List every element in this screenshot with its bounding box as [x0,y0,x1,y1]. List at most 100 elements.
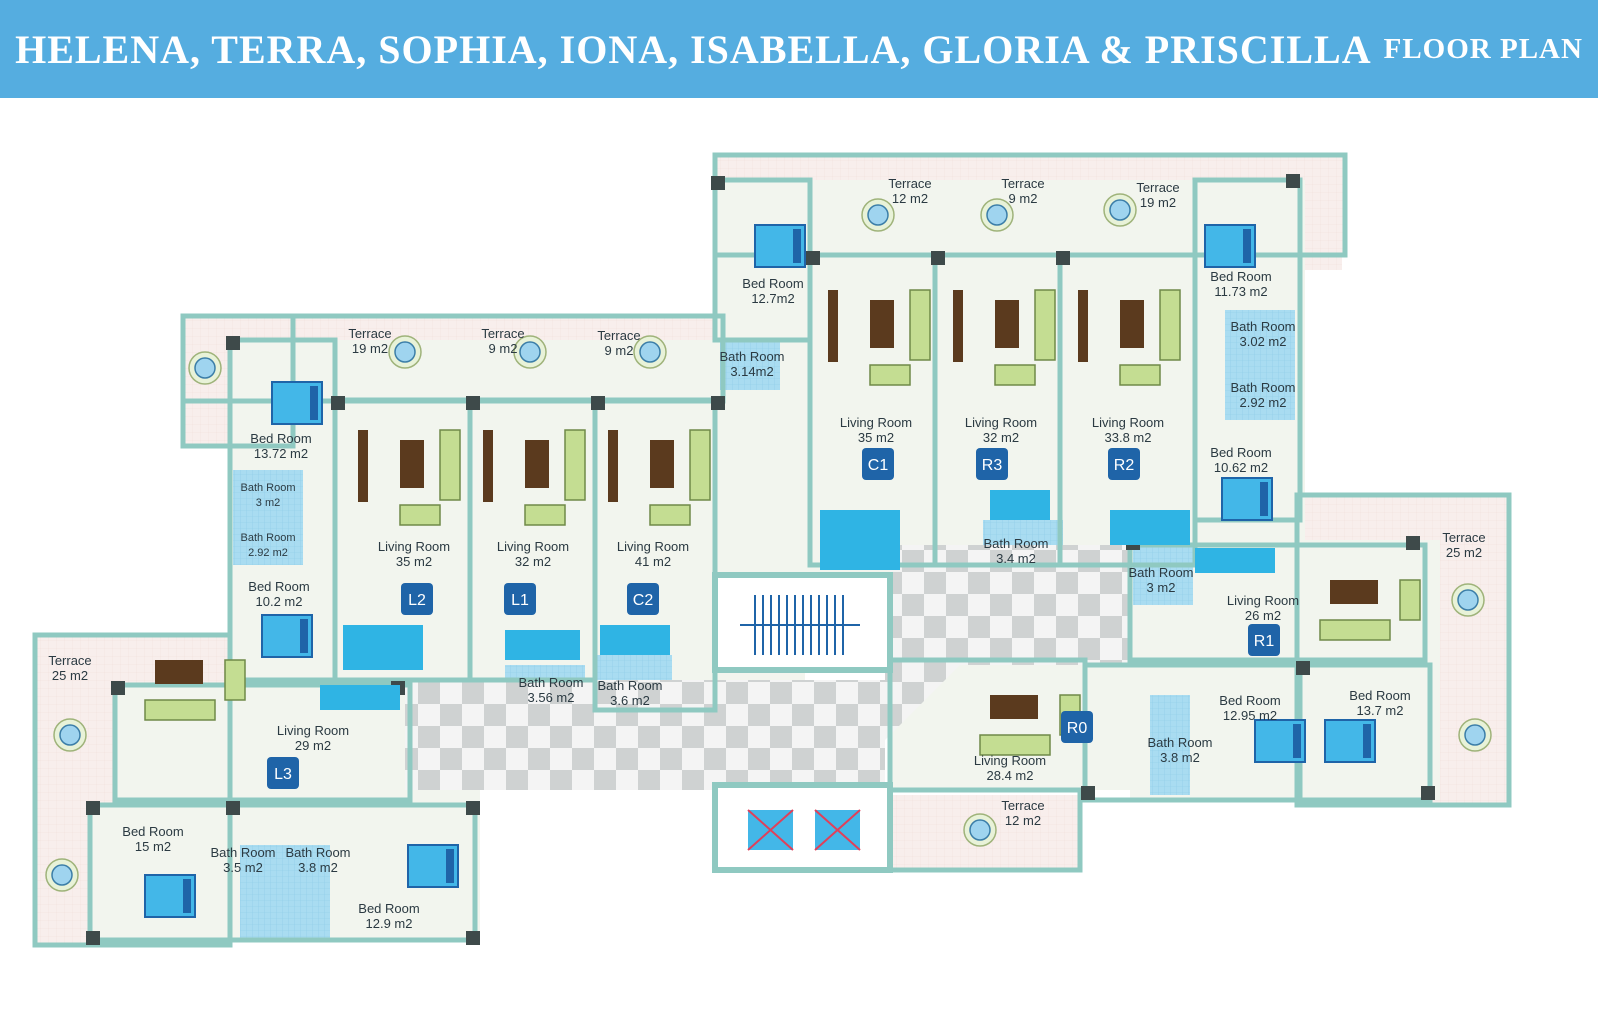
room-area: 11.73 m2 [1214,284,1267,299]
bathroom-tile [1225,310,1295,420]
kitchen [600,625,670,655]
sofa [144,699,216,721]
room-area: 3.6 m2 [610,693,650,708]
room-area: 12 m2 [892,191,928,206]
room-name: Terrace [1001,798,1044,813]
pillow [310,386,318,420]
table [995,300,1019,348]
wall-corner [1081,786,1095,800]
sofa [1034,289,1056,361]
room-area: 3.8 m2 [298,860,338,875]
terrace-table [1457,589,1479,611]
table [650,440,674,488]
wall-corner [591,396,605,410]
room-name: Bath Room [1147,735,1212,750]
sofa [909,289,931,361]
room-area: 9 m2 [489,341,518,356]
room-name: Bed Room [742,276,803,291]
tv-unit [608,430,618,502]
apartment-code: R0 [1067,720,1088,737]
bathroom-tile [1150,695,1190,795]
terrace-table [51,864,73,886]
wall-corner [466,396,480,410]
wall-corner [226,336,240,350]
room-area: 3.8 m2 [1160,750,1200,765]
kitchen [1110,510,1190,545]
room-name: Bed Room [1210,269,1271,284]
room-area: 3 m2 [256,497,280,509]
room-name: Living Room [497,539,569,554]
room-name: Bath Room [1128,565,1193,580]
room-name: Terrace [597,328,640,343]
tv-unit [358,430,368,502]
room-area: 9 m2 [1009,191,1038,206]
wall-corner [711,176,725,190]
room-name: Bath Room [983,536,1048,551]
wall-corner [1406,536,1420,550]
terrace-table [194,357,216,379]
table [1330,580,1378,604]
room-name: Terrace [1001,176,1044,191]
room-name: Bath Room [518,675,583,690]
room-name: Terrace [1136,180,1179,195]
room-name: Terrace [888,176,931,191]
pillow [1260,482,1268,516]
apartment-code: L1 [511,592,529,609]
apartment-badge [976,448,1008,480]
apartment-badge [1108,448,1140,480]
room-area: 3.4 m2 [996,551,1036,566]
room-name: Bath Room [285,845,350,860]
sofa [689,429,711,501]
room-area: 12.9 m2 [366,916,413,931]
room-name: Bed Room [358,901,419,916]
room-area: 12.7m2 [751,291,794,306]
apartment-badge [862,448,894,480]
lift-core [712,782,893,873]
room-name: Bath Room [1230,319,1295,334]
wall-corner [1056,251,1070,265]
table [525,440,549,488]
pillow [446,849,454,883]
terrace-table [969,819,991,841]
wall [32,632,233,948]
room-name: Terrace [48,653,91,668]
terrace-table [1109,199,1131,221]
pillow [183,879,191,913]
wall [180,313,726,404]
kitchen [820,510,900,570]
apartment-badge [1061,711,1093,743]
apartment-code: C2 [633,592,654,609]
armchair [994,364,1036,386]
pillow [1243,229,1251,263]
room-area: 15 m2 [135,839,171,854]
wall [1127,542,1428,663]
bathroom-tile [720,340,780,390]
tv-unit [828,290,838,362]
tv-unit [1078,290,1088,362]
sofa [1159,289,1181,361]
room-area: 12.95 m2 [1223,708,1277,723]
armchair [224,659,246,701]
room-area: 2.92 m2 [248,547,288,559]
wall-corner [466,801,480,815]
sofa [439,429,461,501]
apartment-code: L2 [408,592,426,609]
table [155,660,203,684]
wall-corner [331,396,345,410]
room-name: Living Room [617,539,689,554]
armchair [1119,364,1161,386]
room-area: 10.2 m2 [256,594,303,609]
table [870,300,894,348]
room-name: Terrace [481,326,524,341]
apartment-code: C1 [868,457,889,474]
room-area: 3 m2 [1147,580,1176,595]
apartment-code: R3 [982,457,1003,474]
sofa [564,429,586,501]
kitchen [1195,548,1275,573]
room-area: 35 m2 [858,430,894,445]
room-name: Bath Room [1230,380,1295,395]
room-name: Living Room [974,753,1046,768]
room-area: 3.56 m2 [528,690,575,705]
sofa [979,734,1051,756]
